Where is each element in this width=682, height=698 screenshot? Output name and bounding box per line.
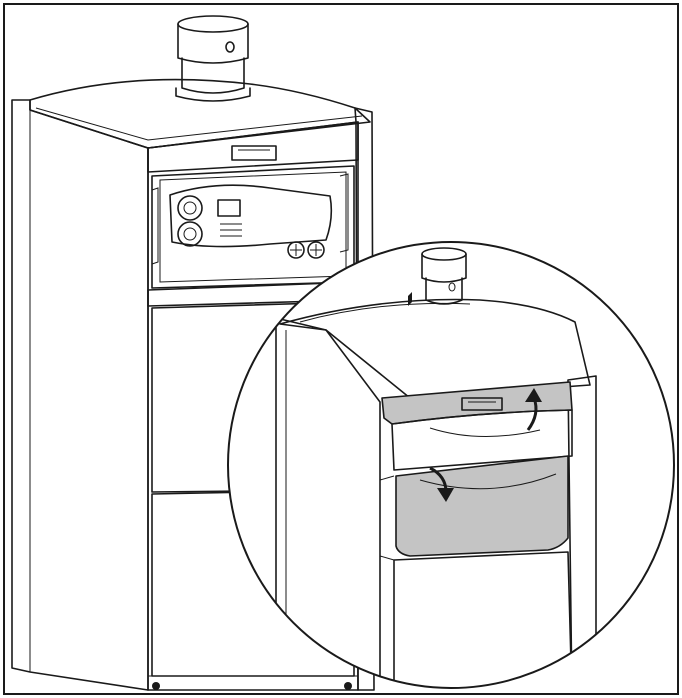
- boiler-right-column: [354, 107, 375, 691]
- knob-icon: [177, 195, 203, 221]
- knob-icon: [177, 221, 203, 247]
- knob-icon: [307, 241, 325, 259]
- front-handle-recess: [231, 145, 277, 161]
- arrow-down-icon: [429, 466, 454, 502]
- zoom-lid: [279, 298, 591, 399]
- display-screen: [217, 199, 241, 217]
- boiler-unit: [11, 15, 375, 691]
- flue-pipe-icon: [175, 15, 251, 102]
- arrow-up-icon: [525, 388, 542, 431]
- zoom-callout-icon: [227, 241, 675, 689]
- boiler-lid: [29, 78, 371, 149]
- zoom-circle-outline: [227, 241, 675, 689]
- control-panel-icon: [151, 165, 355, 289]
- highlighted-front-flap: [395, 455, 569, 557]
- knob-icon: [287, 241, 305, 259]
